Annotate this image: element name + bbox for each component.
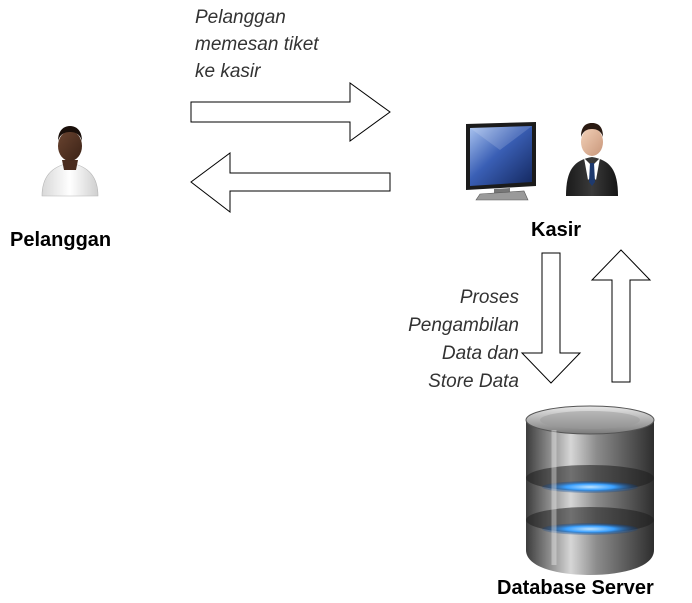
monitor-icon	[466, 122, 536, 201]
customer-label: Pelanggan	[10, 229, 111, 251]
database-label: Database Server	[497, 577, 654, 599]
customer-person-icon	[41, 126, 99, 197]
arrow-left-cashier-to-customer	[190, 152, 391, 214]
cashier-label: Kasir	[531, 219, 581, 241]
arrow-down-cashier-to-database	[520, 252, 582, 384]
process-note-line-4: Store Data	[428, 371, 519, 392]
process-note-line-1: Proses	[460, 287, 520, 308]
process-note-line-3: Data dan	[442, 343, 519, 364]
arrow-right-customer-to-cashier	[190, 82, 391, 142]
cashier-person-icon	[566, 123, 618, 196]
database-icon	[525, 405, 655, 575]
order-note-line-2: memesan tiket	[195, 34, 319, 55]
order-note-line-1: Pelanggan	[195, 7, 286, 28]
process-note-line-2: Pengambilan	[408, 315, 519, 336]
order-note-line-3: ke kasir	[195, 61, 261, 82]
arrow-up-database-to-cashier	[590, 249, 652, 383]
order-note: Pelanggan memesan tiket ke kasir	[195, 7, 319, 82]
process-note: Proses Pengambilan Data dan Store Data	[408, 287, 519, 392]
